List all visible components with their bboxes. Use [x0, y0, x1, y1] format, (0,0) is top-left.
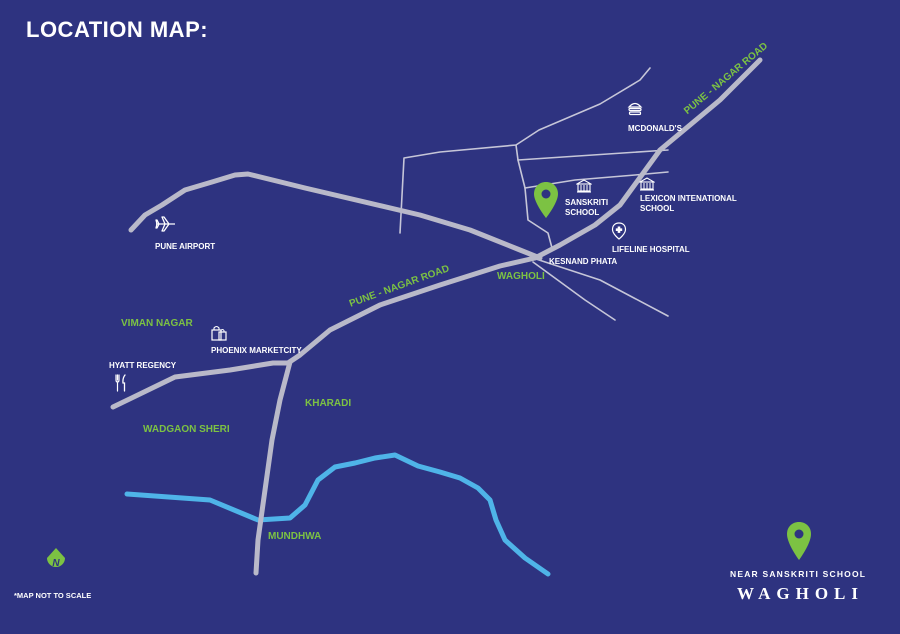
label-mcdonalds: MCDONALD'S: [628, 124, 682, 133]
label-lexicon-line2: SCHOOL: [640, 204, 675, 213]
label-sanskriti-school-line2: SCHOOL: [565, 208, 600, 217]
burger-icon: [627, 102, 643, 116]
label-lexicon-line1: LEXICON INTENATIONAL: [640, 194, 737, 203]
minor-road-school-loop: [524, 187, 553, 249]
major-roads: [110, 57, 763, 576]
minor-road-east-a: [515, 144, 669, 161]
area-label-wadgaon-sheri: WADGAON SHERI: [143, 424, 230, 435]
hospital-icon: [611, 222, 627, 240]
map-scale-note: *MAP NOT TO SCALE: [14, 591, 92, 600]
school-building-icon: [639, 177, 655, 191]
location-pin-icon: [787, 522, 811, 560]
label-sanskriti-school-line1: SANSKRITI: [565, 198, 609, 207]
label-phoenix-marketcity: PHOENIX MARKETCITY: [211, 346, 302, 355]
label-hyatt-regency: HYATT REGENCY: [109, 361, 177, 370]
road-mundhwa: [253, 359, 293, 576]
area-label-kharadi: KHARADI: [305, 398, 352, 409]
minor-road-kesnand-east: [532, 257, 669, 317]
minor-road-north-outline: [399, 67, 651, 234]
label-pune-airport: PUNE AIRPORT: [155, 242, 216, 251]
area-label-mundhwa: MUNDHWA: [268, 531, 322, 542]
page-title: LOCATION MAP:: [26, 17, 209, 42]
river: [124, 452, 551, 577]
location-pin-icon: [534, 182, 558, 218]
pune-nagar-road-main: [285, 57, 763, 366]
area-label-wagholi: WAGHOLI: [497, 271, 545, 282]
north-compass-icon: N: [47, 548, 65, 569]
road-hyatt: [110, 360, 291, 410]
brand-subtitle: NEAR SANSKRITI SCHOOL: [730, 569, 867, 579]
svg-text:N: N: [52, 558, 60, 569]
minor-roads: [399, 67, 669, 321]
area-label-viman-nagar: VIMAN NAGAR: [121, 318, 193, 329]
minor-road-east-b: [517, 159, 669, 189]
fork-knife-icon: [115, 374, 126, 392]
minor-road-kesnand-southeast: [532, 261, 616, 321]
shopping-bag-icon: [211, 325, 227, 341]
school-building-icon: [576, 179, 592, 193]
airplane-icon: [155, 216, 175, 232]
brand-name: WAGHOLI: [737, 584, 865, 603]
road-airport: [128, 171, 543, 261]
label-kesnand-phata: KESNAND PHATA: [549, 257, 618, 266]
label-lifeline-hospital: LIFELINE HOSPITAL: [612, 245, 690, 254]
